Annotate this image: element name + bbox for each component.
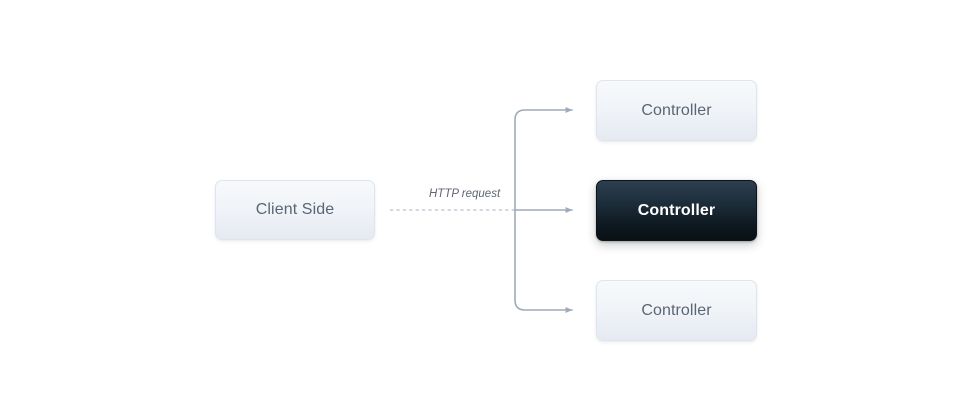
edge-label-http-request: HTTP request: [429, 188, 501, 200]
node-controller-bottom-label: Controller: [641, 301, 712, 319]
edge-bus-to-controller-top: [514, 107, 573, 211]
node-controller-top[interactable]: Controller: [596, 80, 757, 141]
node-controller-top-label: Controller: [641, 101, 712, 119]
edge-bus-to-controller-bottom: [514, 209, 573, 313]
node-client-side[interactable]: Client Side: [215, 180, 375, 240]
node-controller-bottom[interactable]: Controller: [596, 280, 757, 341]
node-client-side-label: Client Side: [255, 201, 335, 218]
node-controller-active[interactable]: Controller: [596, 180, 757, 241]
node-controller-active-label: Controller: [637, 201, 716, 219]
